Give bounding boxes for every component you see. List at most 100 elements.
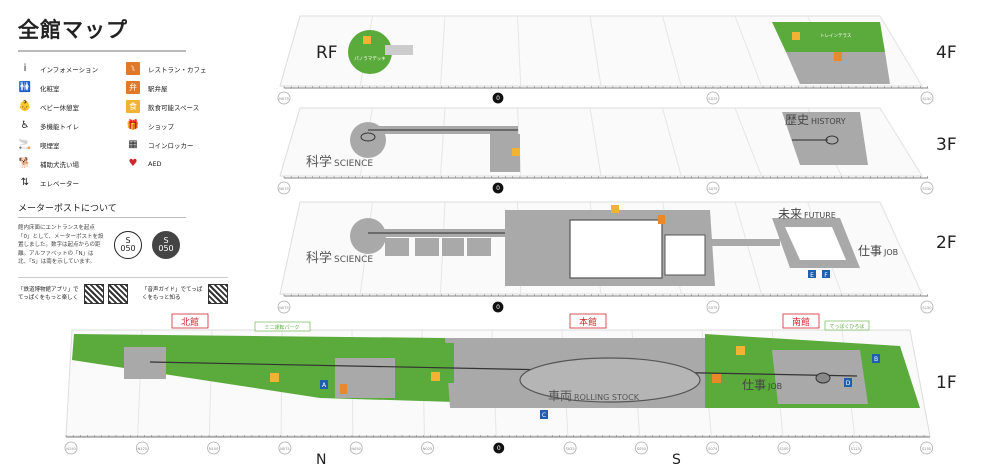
svg-text:南館: 南館 <box>792 316 810 328</box>
meter-post-label: 0 <box>496 95 500 102</box>
north-direction-label: N <box>316 452 326 468</box>
app-qr-box[interactable]: 「鉄道博物館アプリ」でてっぱくをもっと楽しく <box>18 283 128 304</box>
floor-label-1f: 1F <box>936 373 957 393</box>
mini-drive-park-label: ミニ運転パーク <box>254 321 311 332</box>
restroom-icon: 🚻 <box>18 82 32 93</box>
aed-icon: ♥ <box>128 158 138 169</box>
elevator-e-icon <box>808 270 816 278</box>
rooftop-label: パノラマデッキ <box>354 55 386 62</box>
legend-item: ⇅エレベーター <box>18 176 118 189</box>
meter-post-label: S075 <box>708 447 717 451</box>
meter-post <box>706 91 720 105</box>
elevator-e-label: E <box>810 272 814 279</box>
accessible-toilet-icon: ♿ <box>20 120 30 131</box>
grid-line <box>662 107 682 177</box>
eating-space-icon <box>792 32 800 40</box>
meter-post <box>64 441 78 455</box>
legend-item-label: ショップ <box>148 122 174 131</box>
audio-guide-qr-box[interactable]: 「音声ガイド」でてっぱくをもっと知る <box>142 283 228 304</box>
meter-post-label: S025 <box>566 447 575 451</box>
meter-post-label: 0 <box>496 304 500 311</box>
eating-space-icon <box>736 346 745 355</box>
grid-line <box>734 201 762 295</box>
qr-code-icon[interactable] <box>84 283 104 304</box>
legend-item: ⑊レストラン・カフェ <box>126 62 226 75</box>
turntable-icon <box>815 372 831 384</box>
legend-item: 🚻 化粧室 <box>18 81 118 94</box>
meter-post <box>277 300 291 314</box>
svg-text:てっぱくひろば: てっぱくひろば <box>830 323 865 330</box>
meter-post-label: 0 <box>496 185 500 192</box>
legend-item: 食飲食可能スペース <box>126 100 226 113</box>
grid-line <box>440 107 446 177</box>
ekiben-shop-icon: 弁 <box>126 81 140 94</box>
shop-icon: 🎁 <box>126 120 140 131</box>
baby-room-icon: 👶 <box>18 101 32 112</box>
legend-item: 🐕補助犬洗い場 <box>18 157 118 170</box>
ekiben-shop-icon <box>712 374 721 383</box>
floor-label-2f: 2F <box>936 233 957 253</box>
legend-item: 🚬喫煙室 <box>18 138 118 151</box>
eating-space-icon: 食 <box>126 100 140 113</box>
meter-post-label: S075 <box>708 187 717 191</box>
elevator-label: C <box>542 412 546 419</box>
meter-post-label: S075 <box>708 306 717 310</box>
meter-post <box>920 91 934 105</box>
bridge-corridor <box>710 239 780 246</box>
legend-item-label: AED <box>148 159 162 168</box>
svg-text:北館: 北館 <box>181 316 199 328</box>
elevator-f-icon <box>822 270 830 278</box>
floor-label-rf: RF <box>316 43 338 63</box>
legend-item-label: 多機能トイレ <box>40 122 79 131</box>
meter-post-label: N025 <box>423 447 433 451</box>
legend-item: ♥ AED <box>126 157 226 170</box>
main-2f-atrium <box>569 219 663 279</box>
south-direction-label: S <box>672 452 681 468</box>
eating-space-icon <box>512 148 520 156</box>
information-icon: i <box>23 63 27 74</box>
meter-post-label: N150 <box>66 447 76 451</box>
meter-post-label: N100 <box>209 447 219 451</box>
legend-item-label: 化粧室 <box>40 84 60 93</box>
rolling-stock-track-oval <box>519 357 701 403</box>
meter-post-label: N050 <box>351 447 361 451</box>
meter-post <box>777 441 791 455</box>
grid-line <box>589 15 602 87</box>
restaurant-cafe-icon <box>340 384 347 394</box>
meter-post <box>920 181 934 195</box>
qr-code-icon[interactable] <box>208 283 228 304</box>
meter-post <box>277 181 291 195</box>
audio-guide-qr-text: 「音声ガイド」でてっぱくをもっと知る <box>142 286 203 301</box>
meter-post <box>920 300 934 314</box>
meter-post <box>492 92 504 104</box>
restaurant-cafe-icon <box>834 52 842 61</box>
meter-post-label: N075 <box>279 306 289 310</box>
meter-post <box>706 300 720 314</box>
grid-line <box>734 15 762 87</box>
post-num: 050 <box>120 244 136 254</box>
meter-post-label: N075 <box>280 447 290 451</box>
turntable-icon <box>360 132 376 142</box>
future-atrium <box>785 227 846 260</box>
grid-line <box>440 15 446 87</box>
meter-post <box>349 441 363 455</box>
eating-space-icon <box>363 36 371 44</box>
qr-code-icon[interactable] <box>108 283 128 304</box>
eating-space-icon <box>270 373 279 382</box>
meter-post-label: N075 <box>279 97 289 101</box>
svg-text:ミニ運転パーク: ミニ運転パーク <box>264 325 299 331</box>
meter-post <box>492 301 504 313</box>
elevator-icon <box>320 380 328 389</box>
meter-post <box>848 441 862 455</box>
rooftop-deck-area <box>348 30 392 74</box>
building-label-north: 北館 <box>171 313 209 329</box>
elevator-label: A <box>322 382 327 389</box>
grid-line <box>589 107 602 177</box>
elevator-f-label: F <box>824 272 828 279</box>
